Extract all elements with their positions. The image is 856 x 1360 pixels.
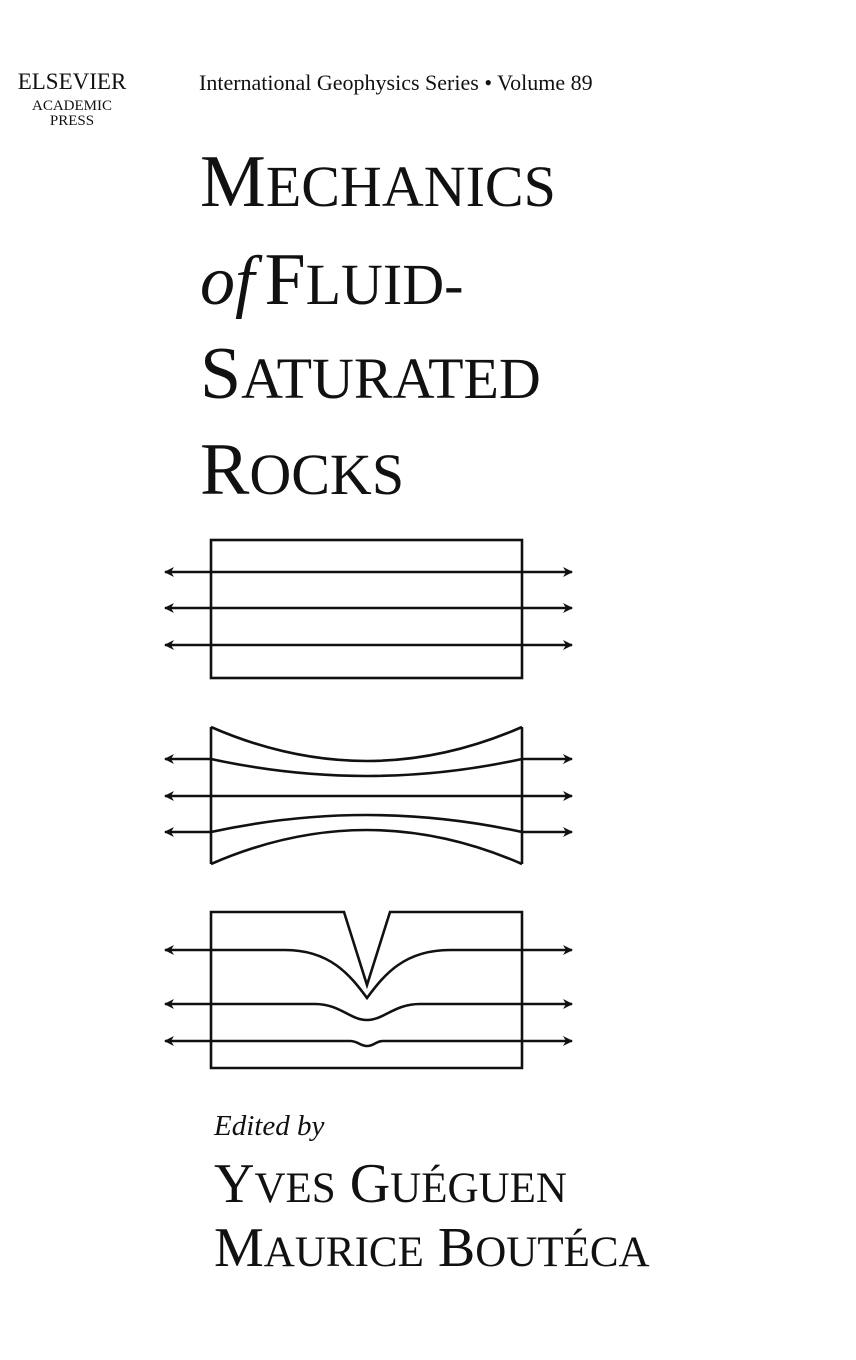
publisher-sub2: PRESS xyxy=(50,113,94,129)
edited-by-label: Edited by xyxy=(213,1110,324,1142)
title-line-3: SATURATED xyxy=(200,333,541,415)
title-line-1: MECHANICS xyxy=(200,141,556,223)
publisher-sub1: ACADEMIC xyxy=(32,98,112,114)
diagram-notched-flow xyxy=(164,910,573,1070)
diagram-uniform-flow xyxy=(164,538,573,680)
diagram-constricted-flow xyxy=(164,725,573,866)
publisher-logo: ELSEVIER ACADEMIC PRESS xyxy=(18,69,127,129)
series-line: International Geophysics Series • Volume… xyxy=(199,70,593,95)
publisher-name: ELSEVIER xyxy=(18,69,127,94)
title-line-4: ROCKS xyxy=(200,429,404,511)
